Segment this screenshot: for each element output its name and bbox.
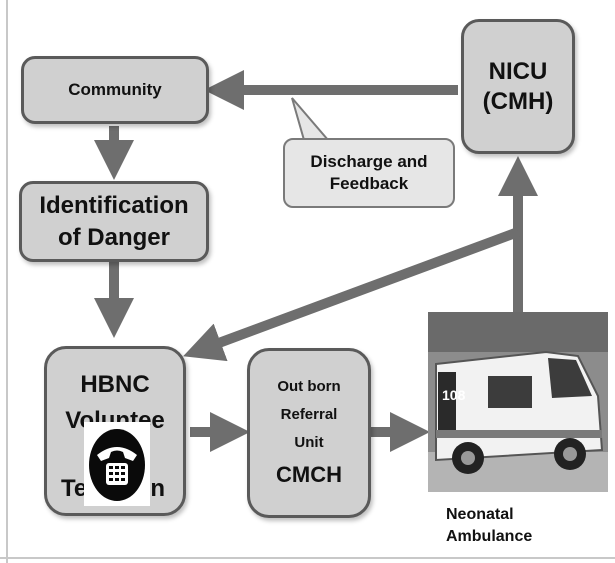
frame-bottom-line: [0, 557, 615, 559]
svg-text:108: 108: [442, 387, 466, 403]
identification-label-line1: Identification: [39, 191, 189, 219]
hbnc-label-line3-left: Te: [61, 475, 88, 502]
community-label: Community: [68, 80, 162, 99]
cmch-box: Out born Referral Unit CMCH: [247, 348, 371, 518]
identification-label-line2: of Danger: [57, 223, 170, 251]
callout-pointer: [291, 97, 330, 141]
ambulance-caption-line1: Neonatal: [446, 506, 514, 523]
nicu-box: NICU (CMH): [461, 19, 575, 154]
cmch-label-line2: Referral: [280, 406, 338, 423]
telephone-icon: [84, 422, 150, 506]
callout-line2: Feedback: [329, 174, 409, 193]
hbnc-label-line1: HBNC: [80, 371, 150, 398]
cmch-label-line1: Out born: [277, 378, 341, 395]
hbnc-box: HBNC Voluntee Te on: [44, 346, 186, 516]
ambulance-photo: 108: [428, 312, 608, 492]
cmch-label-line4: CMCH: [276, 462, 342, 487]
callout-line1: Discharge and: [310, 152, 428, 171]
nicu-label-line2: (CMH): [482, 87, 554, 115]
discharge-feedback-callout: Discharge and Feedback: [283, 138, 455, 208]
ambulance-caption-line2: Ambulance: [446, 528, 533, 545]
nicu-label-line1: NICU: [488, 57, 548, 85]
cmch-label-line3: Unit: [294, 434, 324, 451]
ambulance-caption: Neonatal Ambulance: [446, 504, 532, 548]
frame-left-line: [6, 0, 8, 563]
identification-box: Identification of Danger: [19, 181, 209, 262]
community-box: Community: [21, 56, 209, 124]
arrow-ambulance-to-hbnc: [183, 227, 520, 362]
